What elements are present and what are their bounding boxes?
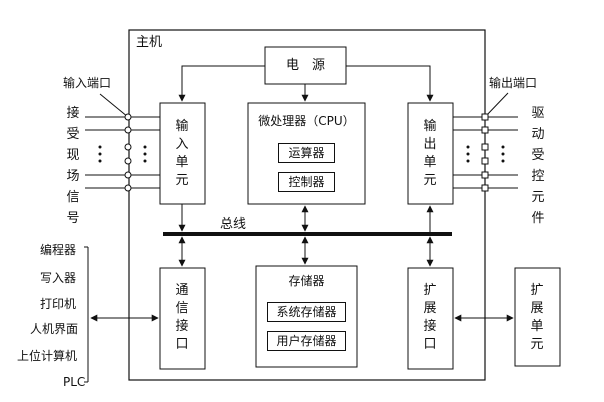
memory-title: 存储器 [288, 274, 325, 288]
input-signals-label: 接受现场信号 [66, 106, 80, 226]
output-unit-label: 输出单元 [423, 119, 437, 188]
peripheral-programmer: 编程器 [40, 243, 77, 257]
peripheral-host-computer: 上位计算机 [17, 349, 78, 363]
peripheral-printer: 打印机 [40, 297, 77, 311]
expansion-interface-box [407, 267, 454, 370]
peripheral-writer: 写入器 [40, 271, 77, 285]
input-unit-box [159, 102, 206, 205]
expansion-unit-label: 扩展单元 [530, 283, 544, 352]
power-label: 电 源 [285, 58, 325, 73]
output-unit-box [407, 102, 454, 205]
input-port-label: 输入端口 [63, 76, 112, 90]
comm-interface-box [159, 267, 206, 370]
output-drive-label: 驱动受控元件 [531, 106, 545, 226]
cpu-title: 微处理器（CPU） [258, 114, 355, 128]
controller-box: 控制器 [278, 172, 335, 192]
bus-label: 总线 [220, 217, 247, 232]
output-port-label: 输出端口 [489, 76, 538, 90]
host-label: 主机 [136, 35, 163, 50]
expansion-unit-box [514, 267, 561, 367]
user-memory-box: 用户存储器 [267, 331, 346, 351]
alu-box: 运算器 [278, 143, 335, 163]
output-port-terminals [453, 92, 518, 192]
comm-interface-label: 通信接口 [175, 283, 189, 352]
expansion-interface-label: 扩展接口 [423, 283, 437, 352]
peripheral-plc: PLC [63, 375, 86, 389]
input-port-terminals [85, 93, 160, 192]
peripheral-hmi: 人机界面 [30, 322, 79, 336]
input-unit-label: 输入单元 [175, 119, 189, 188]
system-memory-box: 系统存储器 [267, 302, 346, 322]
host-box [128, 29, 486, 381]
